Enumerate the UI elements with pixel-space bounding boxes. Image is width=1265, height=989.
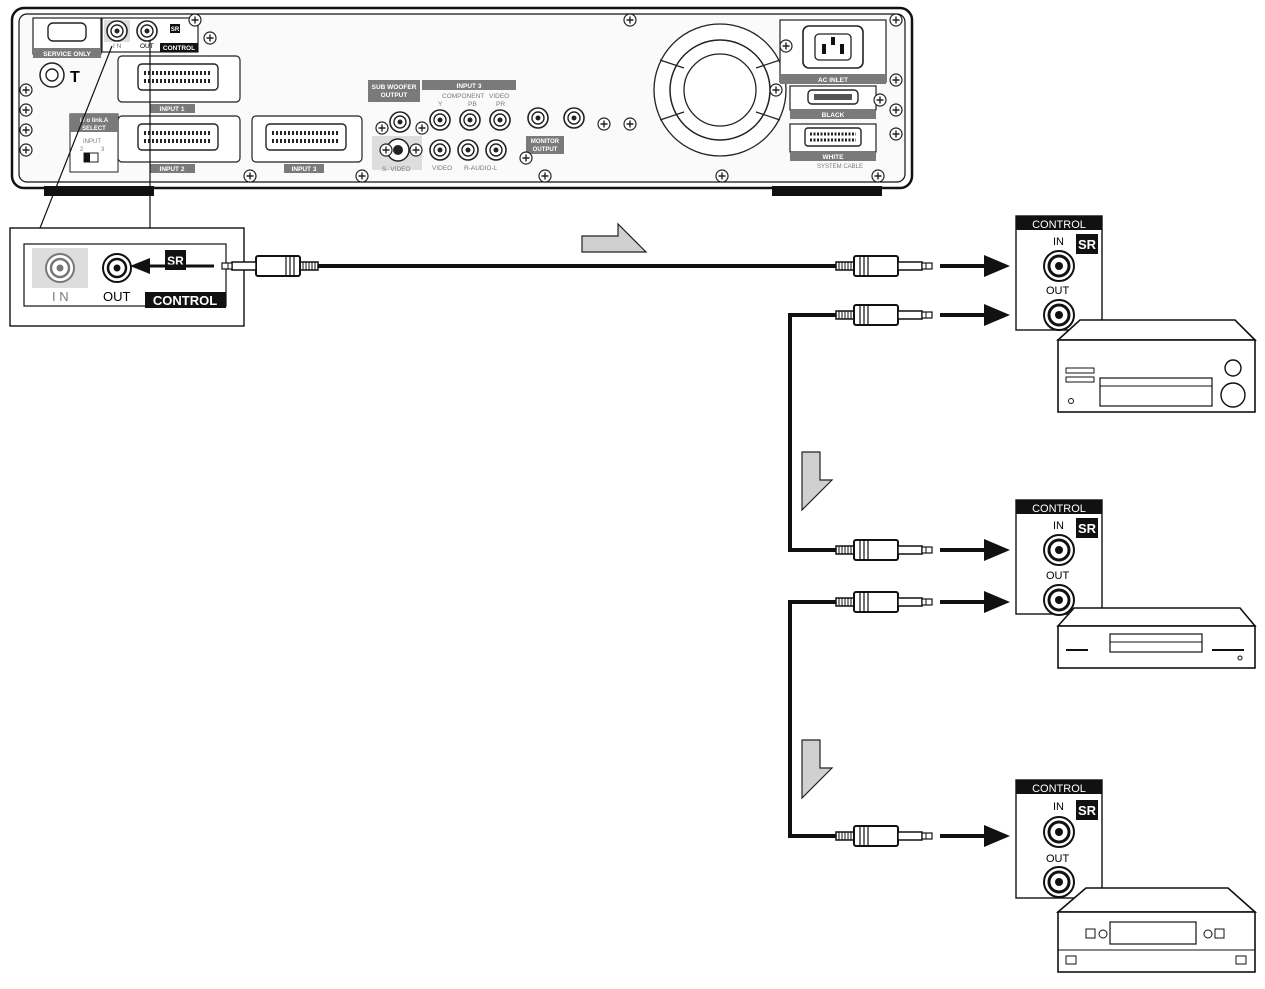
device-2-out-label: OUT <box>1046 570 1070 582</box>
component-label: COMPONENT <box>442 93 484 100</box>
zoom-in-jack <box>45 253 75 283</box>
audio-r-jack <box>457 139 479 161</box>
device-1-receiver-icon <box>1055 319 1257 413</box>
input2-label: INPUT 2 <box>160 166 185 173</box>
cable1-plug-right <box>835 255 933 277</box>
device-1-out-label: OUT <box>1046 285 1070 297</box>
direction-arrow-down-2 <box>801 739 834 800</box>
panel-out-label: OUT <box>140 43 154 50</box>
device-2-control-label: CONTROL <box>1032 503 1086 515</box>
input1-label: INPUT 1 <box>160 106 185 113</box>
device-2: CONTROL IN SR OUT <box>1015 499 1257 669</box>
direction-arrow-right <box>581 222 648 253</box>
cables <box>221 255 933 847</box>
device-2-in-jack <box>1042 533 1076 567</box>
device-3-in-jack <box>1042 815 1076 849</box>
antenna-symbol: T <box>70 69 80 86</box>
io-select-label: SELECT <box>82 126 106 132</box>
device-3-in-label: IN <box>1053 801 1064 813</box>
panel-control-in-jack <box>106 20 128 42</box>
panel-sr-badge: SR <box>171 27 180 33</box>
device-1-in-label: IN <box>1053 236 1064 248</box>
system-cable-label: SYSTEM CABLE <box>817 164 863 170</box>
io-select-switch <box>84 153 90 162</box>
device-3-sr-badge: SR <box>1078 803 1097 818</box>
panel-control-label: CONTROL <box>163 45 195 52</box>
cable4-plug-bottom <box>835 825 933 847</box>
video-label: VIDEO <box>432 165 452 172</box>
component-pb-jack <box>459 109 481 131</box>
pb-label: PB <box>468 101 477 108</box>
device-2-in-label: IN <box>1053 520 1064 532</box>
white-system-connector <box>804 127 862 147</box>
zoom-guide-lines <box>39 40 151 229</box>
zoom-out-jack <box>102 253 132 283</box>
device-3-deck-icon <box>1055 887 1258 973</box>
device-2-sr-badge: SR <box>1078 521 1097 536</box>
zoom-out-label: OUT <box>103 289 131 304</box>
monitor-label: MONITOR <box>531 139 560 145</box>
device-1-in-jack <box>1042 249 1076 283</box>
cable3-plug-top <box>835 591 933 613</box>
input3-header: INPUT 3 <box>457 83 482 90</box>
rear-panel: SERVICE ONLY I N OUT CONTROL SR T INPUT … <box>10 6 914 196</box>
monitor-jack-2 <box>563 107 585 129</box>
sub-woofer-output-label: OUTPUT <box>381 92 408 99</box>
device-2-out-jack <box>1042 583 1076 617</box>
zoom-control-label: CONTROL <box>153 293 217 308</box>
white-label: WHITE <box>823 154 845 161</box>
video-jack <box>429 139 451 161</box>
io-link-label: i / o link.A <box>80 118 109 124</box>
device-3: CONTROL IN SR OUT <box>1015 779 1258 973</box>
y-label: Y <box>438 101 443 108</box>
device-1: CONTROL IN SR OUT <box>1015 215 1257 413</box>
ac-inlet-label: AC INLET <box>818 77 848 84</box>
direction-arrow-down-1 <box>801 451 834 512</box>
io-sel-3: 3 <box>101 147 105 153</box>
input3-scart-label: INPUT 3 <box>292 166 317 173</box>
video-header-label: VIDEO <box>489 93 509 100</box>
control-terminal-zoom: I N OUT CONTROL SR <box>9 227 245 327</box>
device-1-control-label: CONTROL <box>1032 219 1086 231</box>
device-3-out-jack <box>1042 865 1076 899</box>
io-sel-2: 2 <box>80 147 84 153</box>
panel-in-label: I N <box>113 43 122 50</box>
sub-woofer-label: SUB WOOFER <box>372 84 417 91</box>
r-audio-l-label: R-AUDIO-L <box>464 165 498 172</box>
device-2-cd-player-icon <box>1056 607 1257 669</box>
pr-label: PR <box>496 101 505 108</box>
device-3-out-label: OUT <box>1046 853 1070 865</box>
input3-scart <box>264 122 348 152</box>
black-label: BLACK <box>822 112 845 119</box>
cable2-plug-top <box>835 304 933 326</box>
audio-l-jack <box>485 139 507 161</box>
io-input-label: INPUT <box>83 139 101 145</box>
device-1-sr-badge: SR <box>1078 237 1097 252</box>
monitor-output-label: OUTPUT <box>533 147 558 153</box>
insert-arrows <box>940 255 1010 847</box>
component-y-jack <box>429 109 451 131</box>
service-only-label: SERVICE ONLY <box>43 51 91 58</box>
cable2-plug-bottom <box>835 539 933 561</box>
component-pr-jack <box>489 109 511 131</box>
sub-woofer-jack <box>389 111 411 133</box>
device-3-control-label: CONTROL <box>1032 783 1086 795</box>
monitor-jack-1 <box>527 107 549 129</box>
panel-control-out-jack <box>136 20 158 42</box>
cable3-wire <box>788 600 836 838</box>
zoom-in-label: I N <box>52 289 69 304</box>
cooling-fan <box>653 23 787 157</box>
cable2-wire <box>788 313 836 552</box>
s-video-label: S- VIDEO <box>382 166 411 173</box>
device-1-out-jack <box>1042 298 1076 332</box>
